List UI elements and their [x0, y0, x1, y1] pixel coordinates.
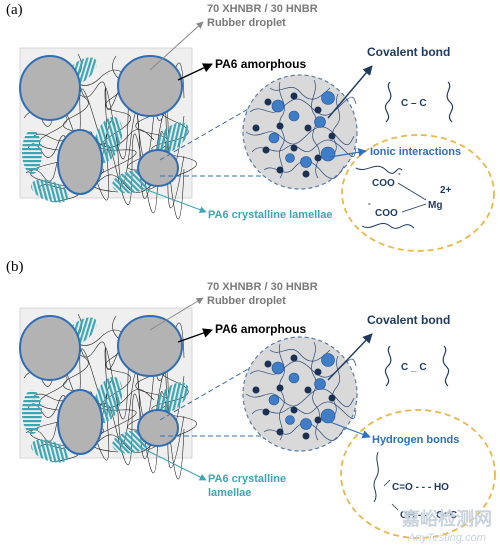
- panel-b-rubber-ratio-label: 70 XHNBR / 30 HNBR: [207, 281, 318, 293]
- panel-b-label: (b): [6, 259, 24, 275]
- panel-b-crystalline-arrow: [141, 447, 207, 481]
- panel-a-rubber-arrow: [149, 21, 204, 71]
- panel-a: (a) 70 XHNBR / 30 HNBR Rubber droplet PA…: [6, 2, 495, 252]
- panel-a-covalent-structure: C – C: [384, 81, 454, 123]
- panel-b-blend: [19, 307, 198, 481]
- panel-a-coo-2: COO: [375, 208, 398, 219]
- panel-a-zoom-line-top: [159, 107, 251, 161]
- panel-a-minus-1: -: [398, 169, 401, 178]
- panel-a-mg: Mg: [428, 200, 442, 211]
- panel-a-rubber-droplet-label: Rubber droplet: [207, 17, 286, 29]
- panel-b-covalent-arrow: [327, 333, 373, 381]
- panel-a-zoom-circle: [242, 74, 358, 190]
- panel-b-interaction-label: Hydrogen bonds: [372, 434, 459, 446]
- panel-a-rubber-ratio-label: 70 XHNBR / 30 HNBR: [207, 3, 318, 15]
- panel-b-interaction-arrow: [329, 421, 371, 439]
- panel-b-crystalline-label-1: PA6 crystalline: [208, 473, 286, 485]
- panel-b-hbond-structure: C=O - - - HO OH - - - O=C: [373, 451, 457, 521]
- panel-a-interaction-label: Ionic interactions: [370, 146, 461, 158]
- panel-a-covalent-label: Covalent bond: [367, 45, 450, 59]
- panel-b-amorphous-arrow: [177, 328, 213, 343]
- panel-b-rubber-arrow: [149, 297, 204, 331]
- panel-a-interaction-circle: [341, 134, 495, 252]
- panel-b-hbond-line-2: OH - - - O=C: [400, 510, 457, 521]
- panel-b-covalent-structure: C _ C: [384, 345, 450, 387]
- panel-b-zoom-line-top: [159, 367, 251, 421]
- panel-a-crystalline-label: PA6 crystalline lamellae: [208, 209, 333, 221]
- panel-b-crystalline-label-2: lamellae: [208, 487, 251, 499]
- panel-b-hbond-line-1: C=O - - - HO: [392, 482, 449, 493]
- panel-a-charge: 2+: [440, 185, 452, 196]
- panel-a-covalent-arrow: [327, 65, 373, 119]
- watermark-english: AnyTesting.com: [407, 532, 486, 544]
- panel-b-covalent-formula: C _ C: [401, 362, 427, 373]
- panel-a-blend: [19, 47, 198, 221]
- panel-a-coo-1: COO: [372, 178, 395, 189]
- panel-a-minus-2: -: [368, 199, 371, 208]
- panel-b-covalent-label: Covalent bond: [367, 313, 450, 327]
- panel-a-ionic-structure: COO - 2+ Mg - COO: [355, 165, 452, 229]
- panel-a-amorphous-arrow: [177, 63, 213, 81]
- panel-a-crystalline-arrow: [141, 187, 207, 214]
- panel-b-interaction-circle: [340, 409, 496, 539]
- panel-a-covalent-formula: C – C: [401, 98, 427, 109]
- panel-a-amorphous-label: PA6 amorphous: [215, 57, 306, 71]
- panel-a-interaction-arrow: [329, 148, 367, 158]
- panel-b-rubber-droplet-label: Rubber droplet: [207, 295, 286, 307]
- watermark-chinese: 嘉峪检测网: [401, 508, 492, 530]
- panel-b-zoom-circle: [242, 336, 358, 452]
- panel-a-label: (a): [6, 2, 23, 18]
- panel-b-amorphous-label: PA6 amorphous: [215, 322, 306, 336]
- watermark: 嘉峪检测网 AnyTesting.com: [401, 508, 492, 544]
- panel-b: (b) 70 XHNBR / 30 HNBR Rubber droplet PA…: [6, 259, 496, 539]
